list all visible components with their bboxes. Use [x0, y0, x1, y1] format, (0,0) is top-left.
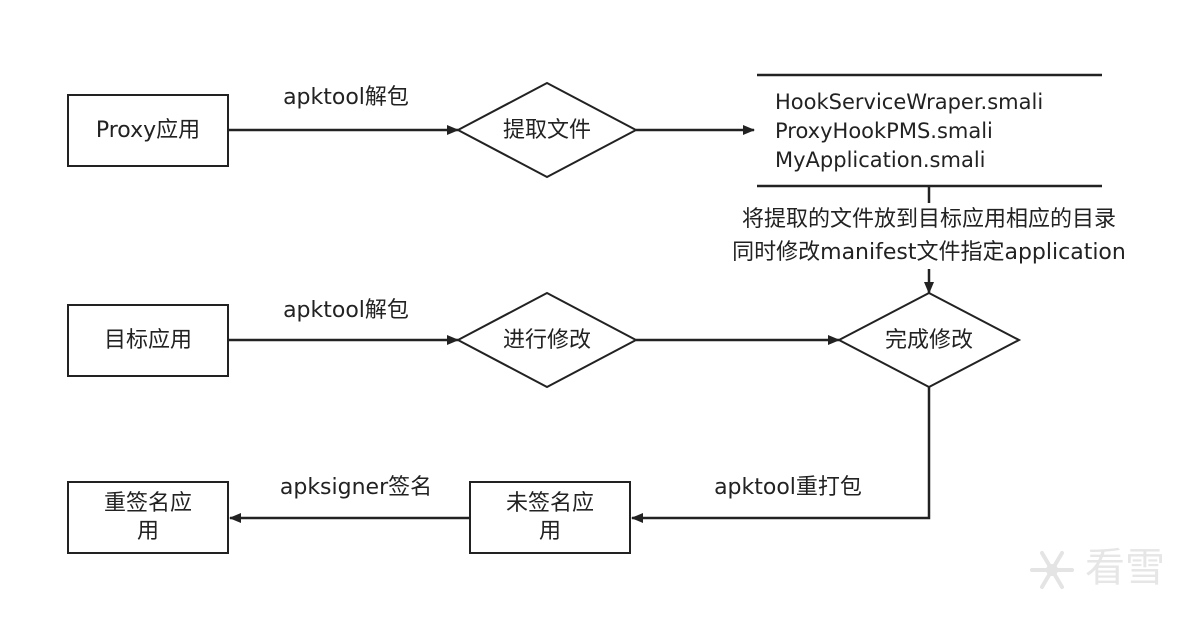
- note-line-1: 将提取的文件放到目标应用相应的目录: [742, 207, 1116, 232]
- edge-label-sign: apksigner签名: [280, 475, 432, 500]
- done-modify-diamond: [836, 291, 1022, 389]
- watermark: 看雪: [1030, 545, 1165, 591]
- edge-done-to-unsigned: [631, 387, 931, 523]
- unsigned-app-label-2: 用: [539, 519, 561, 544]
- resigned-app-label-1: 重签名应: [104, 491, 192, 516]
- edge-label-repack: apktool重打包: [714, 475, 862, 500]
- file-hook-service-wraper: HookServiceWraper.smali: [775, 90, 1043, 114]
- snowflake-icon: [1030, 551, 1074, 589]
- proxy-app-label: Proxy应用: [96, 118, 200, 143]
- edge-label-unpack-2: apktool解包: [283, 298, 409, 323]
- edge-label-unpack-1: apktool解包: [283, 85, 409, 110]
- do-modify-label: 进行修改: [503, 328, 591, 353]
- resigned-app-label-2: 用: [137, 519, 159, 544]
- unsigned-app-label-1: 未签名应: [506, 491, 594, 516]
- target-app-label: 目标应用: [104, 328, 192, 353]
- note-background: [700, 203, 1160, 269]
- done-modify-label: 完成修改: [885, 328, 973, 353]
- file-proxy-hook-pms: ProxyHookPMS.smali: [775, 119, 993, 143]
- file-my-application: MyApplication.smali: [775, 148, 986, 172]
- note-line-2: 同时修改manifest文件指定application: [732, 240, 1126, 265]
- watermark-text: 看雪: [1085, 545, 1165, 591]
- resigned-app-box: [67, 481, 229, 554]
- extract-files-label: 提取文件: [503, 118, 591, 143]
